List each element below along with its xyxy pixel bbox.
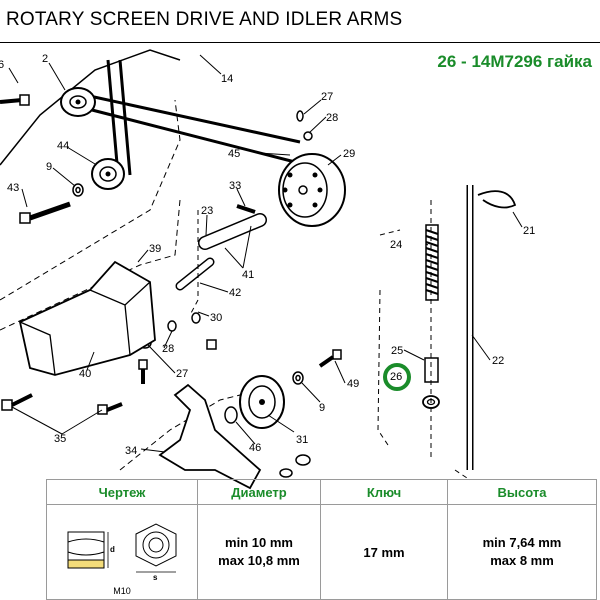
- header-diameter: Диаметр: [197, 479, 321, 505]
- height-min: min 7,64 mm: [482, 535, 562, 550]
- frame-dashed-outline: [0, 99, 181, 301]
- pulley-29: [278, 153, 346, 227]
- dim-d-label: d: [110, 545, 115, 554]
- nut-drawing: d s: [67, 523, 177, 582]
- bolt-43: [19, 201, 71, 224]
- callout-35: 35: [54, 433, 66, 445]
- nut-top-view: s: [135, 523, 177, 582]
- leader-lines: [8, 54, 523, 453]
- dim-s-label: s: [153, 573, 158, 582]
- callout-28-lower: 28: [162, 343, 174, 355]
- callout-27: 27: [321, 91, 333, 103]
- thread-size-label: M10: [113, 586, 131, 596]
- shaft-41: [175, 213, 267, 291]
- callout-22: 22: [492, 355, 504, 367]
- nut-side-view: d: [67, 531, 115, 569]
- callout-42: 42: [229, 287, 241, 299]
- bolt-left: [0, 94, 30, 106]
- callout-6: 6: [0, 59, 4, 71]
- leader-dashes: [189, 200, 471, 481]
- callout-31: 31: [296, 434, 308, 446]
- bracket-39: [18, 260, 156, 376]
- callout-46: 46: [249, 442, 261, 454]
- spacer-25: [424, 357, 439, 383]
- pulley-44: [91, 158, 125, 190]
- spring-24: [425, 224, 439, 301]
- callout-29: 29: [343, 148, 355, 160]
- callout-9-upper: 9: [46, 161, 52, 173]
- pulley-2: [60, 87, 96, 117]
- header-wrench: Ключ: [320, 479, 448, 505]
- frame-panel-outline: [0, 49, 181, 166]
- callout-33: 33: [229, 180, 241, 192]
- diameter-cell: min 10 mm max 10,8 mm: [197, 504, 321, 600]
- callout-26: 26: [390, 371, 402, 383]
- bolt-35: [1, 393, 123, 415]
- callout-21: 21: [523, 225, 535, 237]
- callout-39: 39: [149, 243, 161, 255]
- part-subtitle: 26 - 14M7296 гайка: [437, 52, 592, 71]
- callout-34: 34: [125, 445, 137, 457]
- spec-header-row: Чертеж Диаметр Ключ Высота: [46, 479, 597, 505]
- idler-arm-34: [158, 383, 262, 490]
- nut-drawing-cell: d s M10: [46, 504, 198, 600]
- height-max: max 8 mm: [490, 553, 554, 568]
- callout-40: 40: [79, 368, 91, 380]
- page-title: ROTARY SCREEN DRIVE AND IDLER ARMS: [6, 9, 403, 30]
- callout-30: 30: [210, 312, 222, 324]
- callout-2: 2: [42, 53, 48, 65]
- title-divider: [0, 42, 600, 43]
- drive-belt: [84, 59, 301, 176]
- callout-27-lower: 27: [176, 368, 188, 380]
- header-drawing: Чертеж: [46, 479, 198, 505]
- height-cell: min 7,64 mm max 8 mm: [447, 504, 597, 600]
- callout-44: 44: [57, 140, 69, 152]
- callout-41: 41: [242, 269, 254, 281]
- callout-9-lower: 9: [319, 402, 325, 414]
- highlight-ring-26: [383, 363, 411, 391]
- bolt-49: [318, 349, 342, 368]
- diameter-max: max 10,8 mm: [218, 553, 300, 568]
- callout-14: 14: [221, 73, 233, 85]
- spec-table: Чертеж Диаметр Ключ Высота d s: [46, 479, 597, 600]
- key-33: [236, 204, 256, 214]
- callout-49: 49: [347, 378, 359, 390]
- bolt-27: [138, 339, 217, 384]
- callout-25: 25: [391, 345, 403, 357]
- spec-values-row: d s M10 min 10 mm max 10,8 mm 17 mm min …: [46, 504, 597, 600]
- callout-28: 28: [326, 112, 338, 124]
- header-height: Высота: [447, 479, 597, 505]
- clip-21: [477, 190, 517, 209]
- wrench-cell: 17 mm: [320, 504, 448, 600]
- callout-24: 24: [390, 239, 402, 251]
- diameter-min: min 10 mm: [225, 535, 293, 550]
- pulley-31: [239, 375, 285, 429]
- callout-45: 45: [228, 148, 240, 160]
- frame-dashed-outline-2: [0, 199, 181, 331]
- callout-43: 43: [7, 182, 19, 194]
- callout-23: 23: [201, 205, 213, 217]
